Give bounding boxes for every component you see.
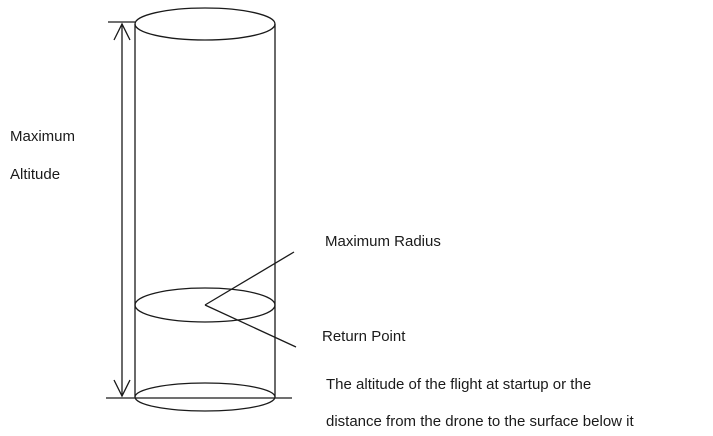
cylinder-bottom-ellipse [134, 382, 276, 412]
max-altitude-label-line2: Altitude [10, 166, 61, 183]
max-radius-label: Maximum Radius [325, 233, 441, 250]
return-point-ellipse [134, 287, 276, 323]
max-altitude-label-line1: Maximum [10, 128, 76, 145]
altitude-arrow-top-head [113, 22, 131, 41]
altitude-note-line2: distance from the drone to the surface b… [326, 413, 634, 430]
radius-leader-line [204, 251, 295, 306]
return-point-label: Return Point [322, 328, 406, 345]
return-point-leader-line [204, 304, 297, 348]
cylinder-top-ellipse [134, 7, 276, 41]
altitude-arrow-bottom-head [113, 379, 131, 398]
altitude-note-line1: The altitude of the flight at startup or… [326, 376, 592, 393]
